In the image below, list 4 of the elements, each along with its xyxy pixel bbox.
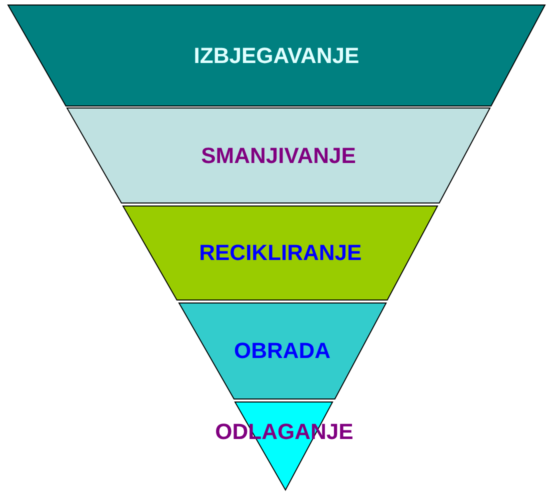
- level-label: SMANJIVANJE: [201, 142, 356, 168]
- level-label: OBRADA: [234, 338, 331, 364]
- level-label: IZBJEGAVANJE: [194, 42, 360, 68]
- level-label: RECIKLIRANJE: [199, 240, 362, 266]
